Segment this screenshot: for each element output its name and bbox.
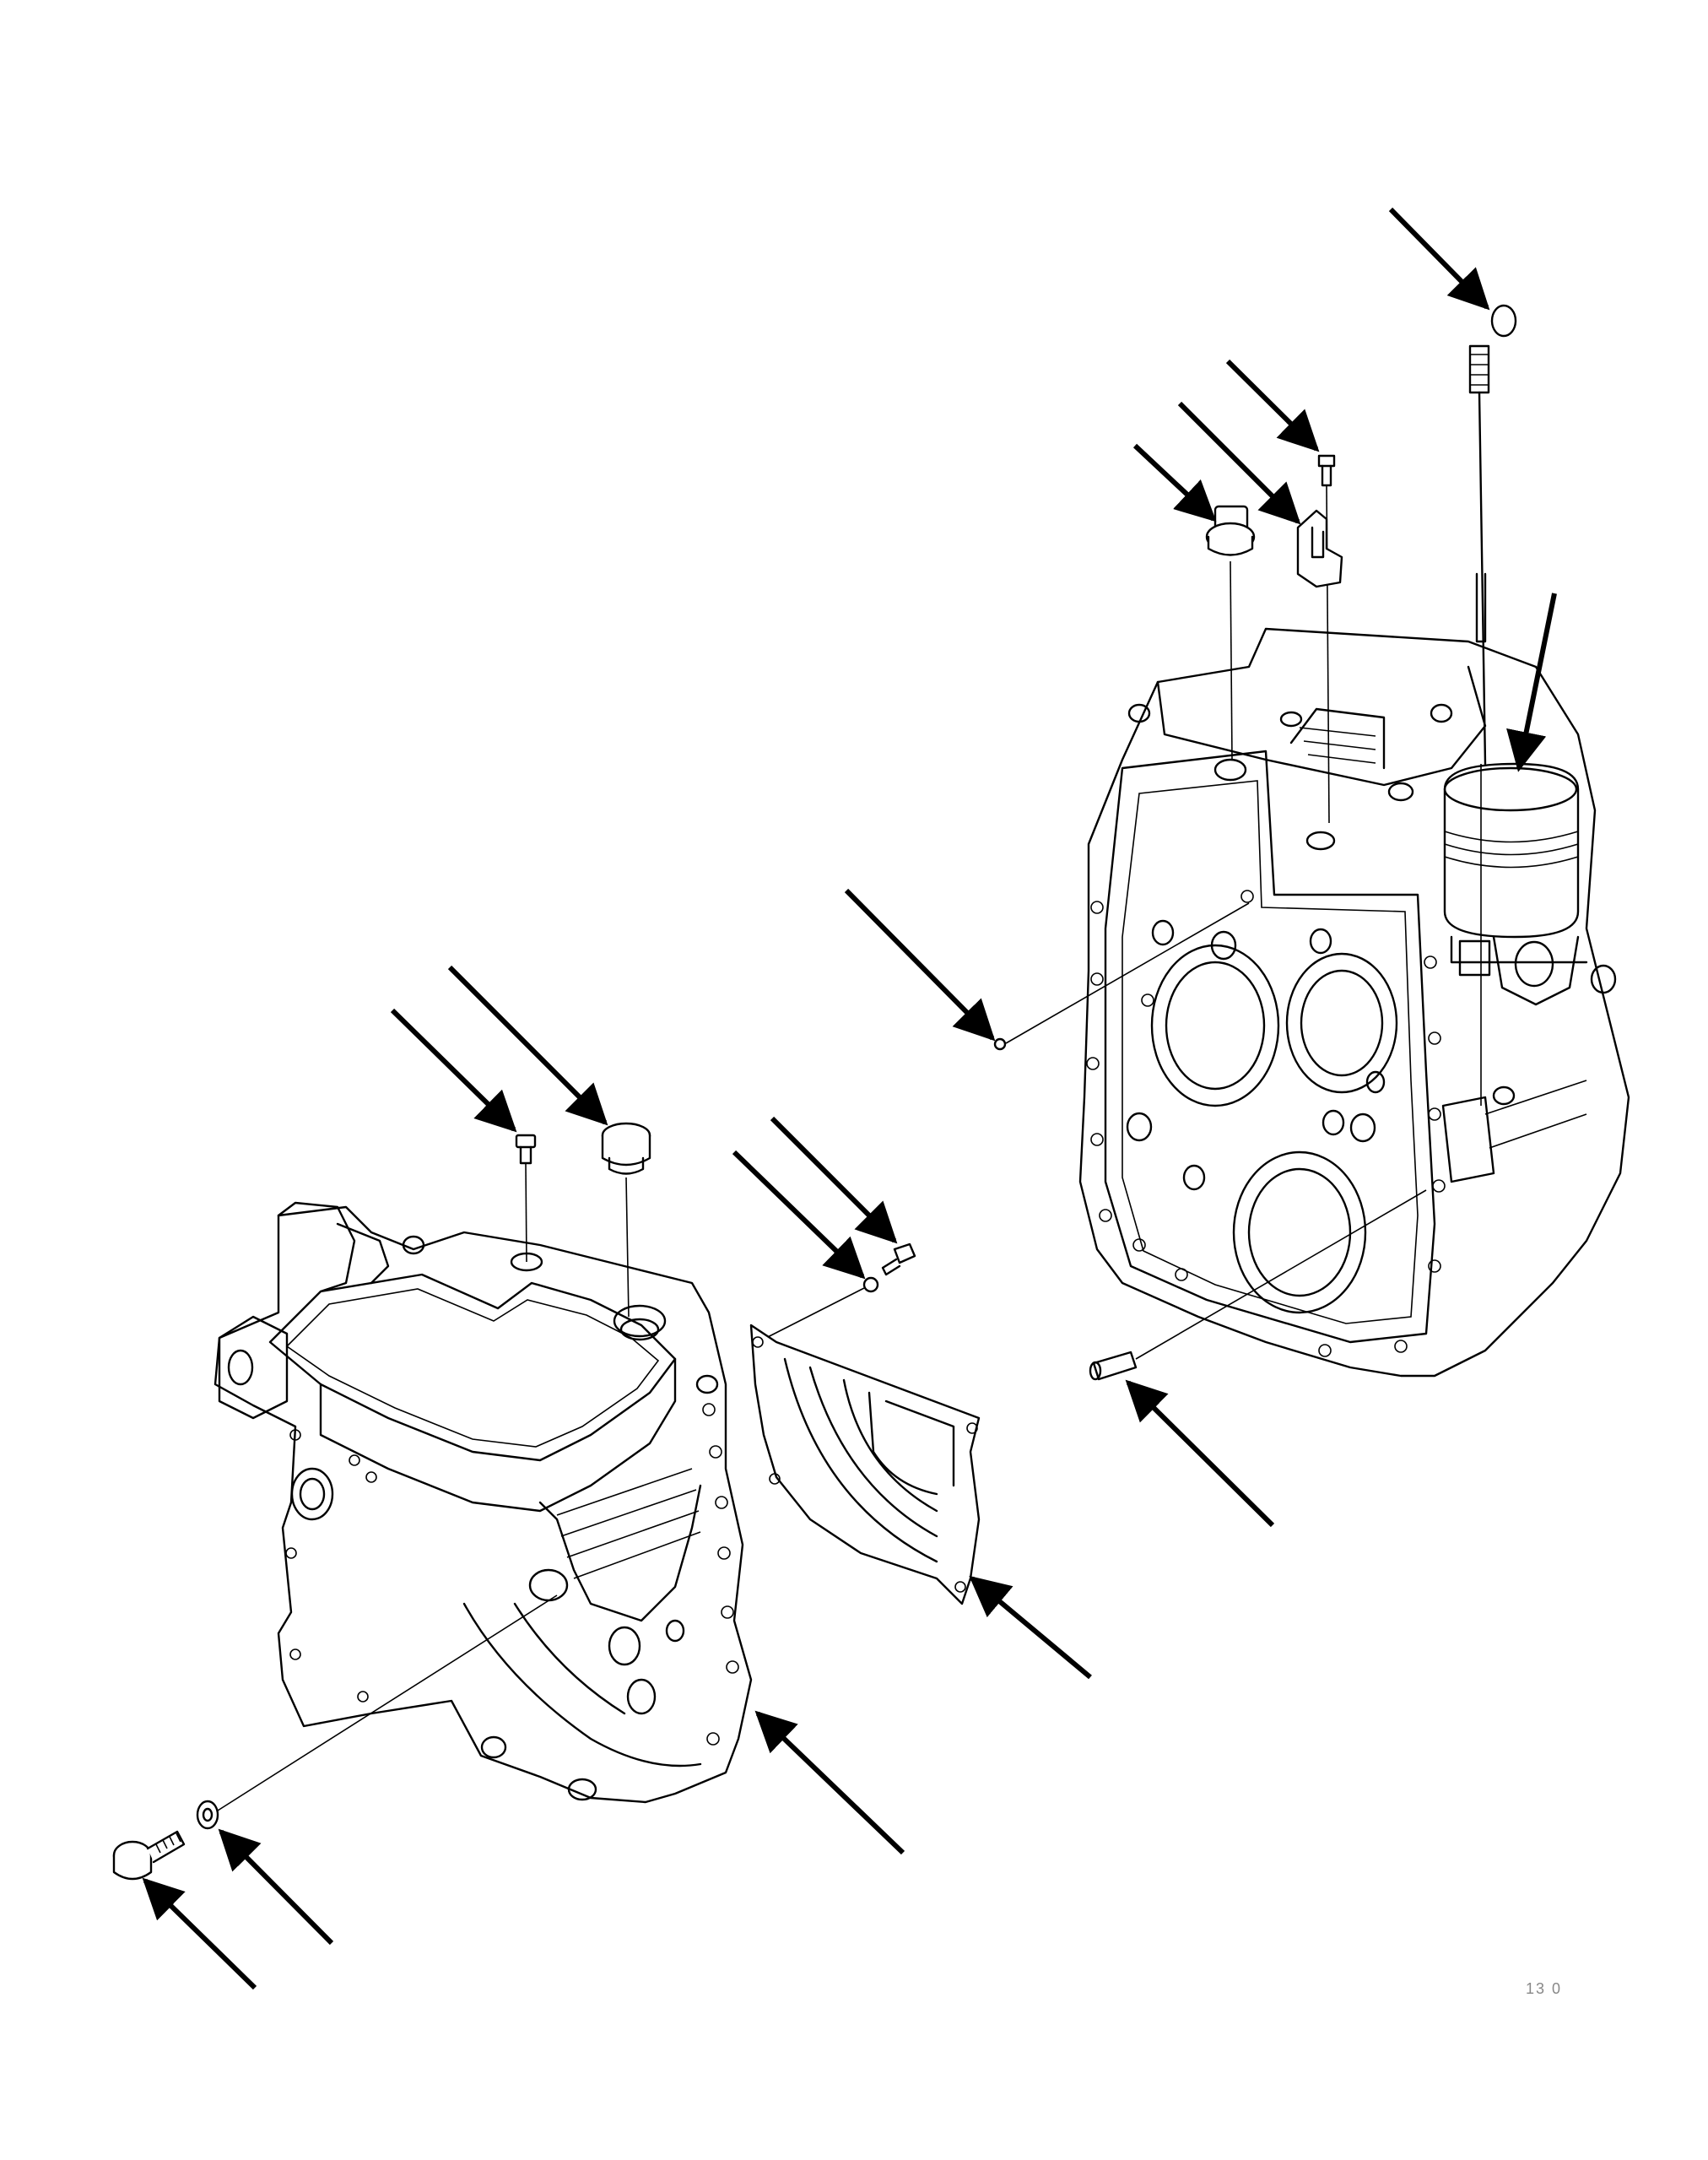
small-ring (993, 902, 1250, 1051)
arrow-icon (754, 1710, 905, 1855)
arrow-icon (447, 965, 608, 1126)
front-plug (601, 1122, 651, 1318)
cover-plate (749, 1324, 981, 1605)
bolt-top (1317, 454, 1336, 824)
dowel-pin (1089, 1189, 1427, 1381)
arrow-icon (1506, 593, 1557, 772)
arrow-icon (142, 1877, 257, 1990)
cover-screw (881, 1242, 916, 1276)
arrow-icon (218, 1828, 334, 1946)
figure-code: 13 0 (1526, 1980, 1563, 1997)
arrow-icon (732, 1150, 866, 1280)
arrow-icon (770, 1116, 898, 1244)
callout-arrows (142, 207, 1557, 1990)
arrow-icon (1132, 443, 1217, 522)
arrow-icon (969, 1575, 1092, 1680)
arrow-icon (1388, 207, 1490, 311)
dipstick (1468, 304, 1517, 1106)
cover-washer (757, 1276, 879, 1343)
bracket (1296, 509, 1343, 588)
arrow-icon (1225, 359, 1320, 452)
lower-washer (196, 1594, 558, 1830)
arrow-icon (390, 1008, 517, 1133)
arrow-icon (1177, 401, 1301, 525)
front-transmission-housing (214, 1201, 753, 1804)
front-bolt (515, 1134, 537, 1263)
rear-transmission-housing (1078, 627, 1630, 1378)
arrow-icon (1125, 1379, 1275, 1528)
lower-bolt (112, 1830, 186, 1881)
arrow-icon (844, 888, 996, 1042)
